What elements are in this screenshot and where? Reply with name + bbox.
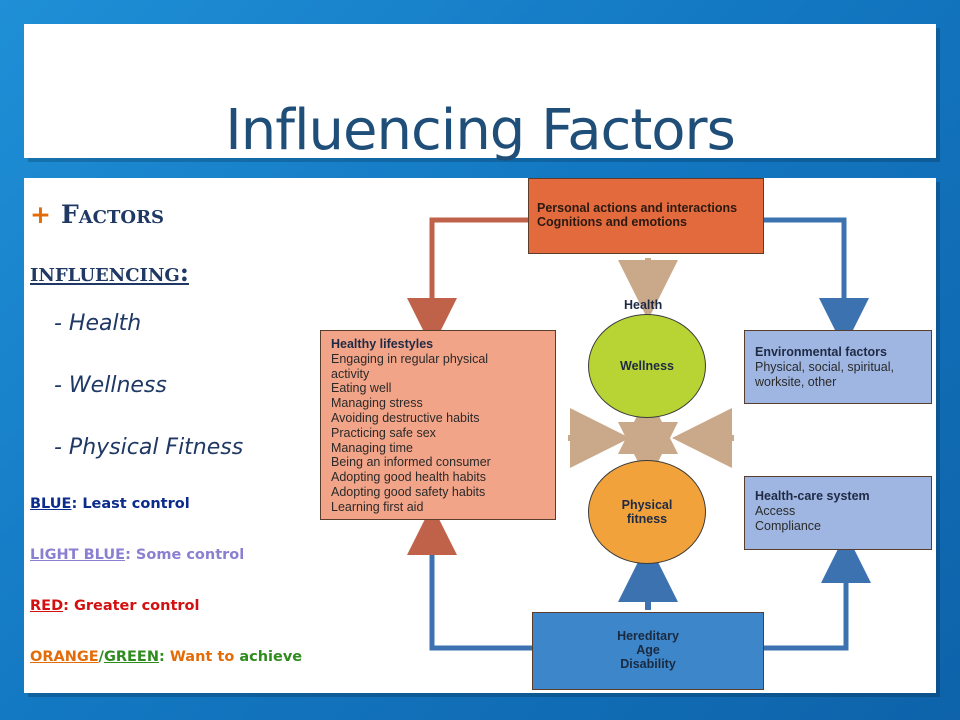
lifestyle-item: Being an informed consumer (331, 455, 491, 470)
lifestyle-item: Adopting good safety habits (331, 484, 486, 499)
healthy-lifestyles-box: Healthy lifestyles Engaging in regular p… (320, 330, 556, 520)
legend-key-light-blue: LIGHT BLUE (30, 547, 126, 563)
age-line: Age (636, 643, 660, 657)
fitness-line-2: fitness (626, 512, 668, 526)
plus-bullet-icon: + (30, 200, 51, 229)
personal-line-1: Personal actions and interactions (537, 201, 738, 215)
arrow-personal-to-lifestyles (407, 217, 528, 348)
legend-blue: BLUE: Least control (30, 496, 190, 512)
legend-sep: / (98, 649, 104, 665)
lifestyle-item: Eating well (331, 381, 392, 396)
lifestyle-item: Engaging in regular physical (331, 351, 489, 366)
legend-key-green: GREEN (103, 649, 159, 665)
legend-light-blue: LIGHT BLUE: Some control (30, 547, 244, 563)
legend-desc-achieve: achieve (239, 649, 303, 665)
hereditary-box: Hereditary Age Disability (532, 612, 764, 690)
health-label: Health (624, 298, 663, 312)
environmental-line: Physical, social, spiritual, (755, 359, 894, 374)
factors-text-column: + Factors influencing: - Health - Wellnes… (24, 178, 324, 693)
health-factors-diagram: Personal actions and interactions Cognit… (318, 178, 936, 693)
physical-fitness-label: Physical fitness (622, 498, 673, 526)
factors-heading-line2: influencing: (30, 258, 189, 287)
lifestyle-item: Practicing safe sex (331, 425, 436, 440)
title-panel: Influencing Factors (24, 24, 936, 163)
legend-key-blue: BLUE (30, 496, 72, 512)
content-panel: + Factors influencing: - Health - Wellnes… (24, 178, 936, 693)
legend-desc-blue: : Least control (71, 496, 190, 512)
legend-key-red: RED (30, 598, 64, 614)
lifestyle-item: Learning first aid (331, 499, 424, 514)
fitness-line-1: Physical (621, 498, 673, 512)
environmental-line: worksite, other (755, 374, 837, 389)
lifestyle-item: Managing stress (331, 396, 423, 411)
factor-item-health: - Health (54, 311, 142, 336)
wellness-circle: Wellness (588, 314, 706, 418)
legend-orange-green: ORANGE/GREEN: Want to achieve (30, 649, 302, 665)
legend-desc-light-blue: : Some control (125, 547, 245, 563)
legend-key-orange: ORANGE (30, 649, 99, 665)
factors-heading: + Factors influencing: (30, 186, 320, 302)
factor-item-wellness: - Wellness (54, 373, 167, 398)
healthcare-heading: Health-care system (755, 489, 870, 503)
lifestyle-item: Avoiding destructive habits (331, 410, 480, 425)
legend-colon: : (158, 649, 170, 665)
environmental-heading: Environmental factors (755, 345, 887, 359)
lifestyle-item: activity (331, 366, 370, 381)
personal-actions-box: Personal actions and interactions Cognit… (528, 178, 764, 254)
legend-desc-red: : Greater control (63, 598, 200, 614)
slide-title: Influencing Factors (225, 98, 736, 163)
arrow-personal-to-environmental (764, 217, 869, 348)
legend-red: RED: Greater control (30, 598, 200, 614)
personal-line-2: Cognitions and emotions (537, 215, 687, 229)
legend-desc-want: Want to (169, 649, 240, 665)
factors-heading-line1: Factors (60, 200, 165, 229)
arrow-hereditary-to-healthcare (764, 533, 871, 651)
healthcare-line: Compliance (755, 518, 822, 533)
arrow-hereditary-to-lifestyles (407, 505, 532, 651)
environmental-factors-box: Environmental factors Physical, social, … (744, 330, 932, 404)
health-care-system-box: Health-care system Access Compliance (744, 476, 932, 550)
healthcare-line: Access (755, 503, 796, 518)
lifestyle-item: Managing time (331, 440, 413, 455)
physical-fitness-circle: Physical fitness (588, 460, 706, 564)
factor-item-physical-fitness: - Physical Fitness (54, 435, 244, 460)
disability-line: Disability (620, 657, 676, 671)
lifestyle-item: Adopting good health habits (331, 470, 486, 485)
lifestyles-heading: Healthy lifestyles (331, 337, 434, 351)
wellness-label: Wellness (620, 359, 674, 373)
diagram-arrows (407, 217, 871, 651)
hereditary-line: Hereditary (617, 629, 679, 643)
